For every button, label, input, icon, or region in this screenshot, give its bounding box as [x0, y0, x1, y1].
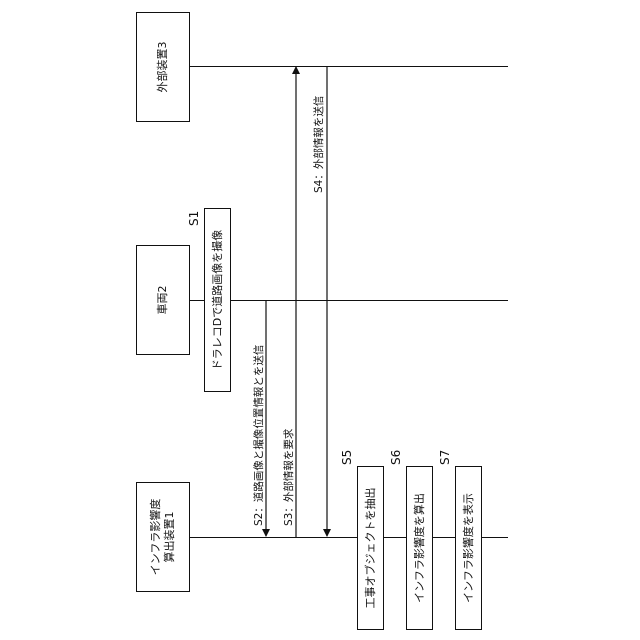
sequence-diagram: 外部装置3 車両2 インフラ影響度 算出装置1 ドラレコDで道路画像を撮像 S1… [0, 0, 640, 640]
message-arrows [0, 0, 640, 640]
